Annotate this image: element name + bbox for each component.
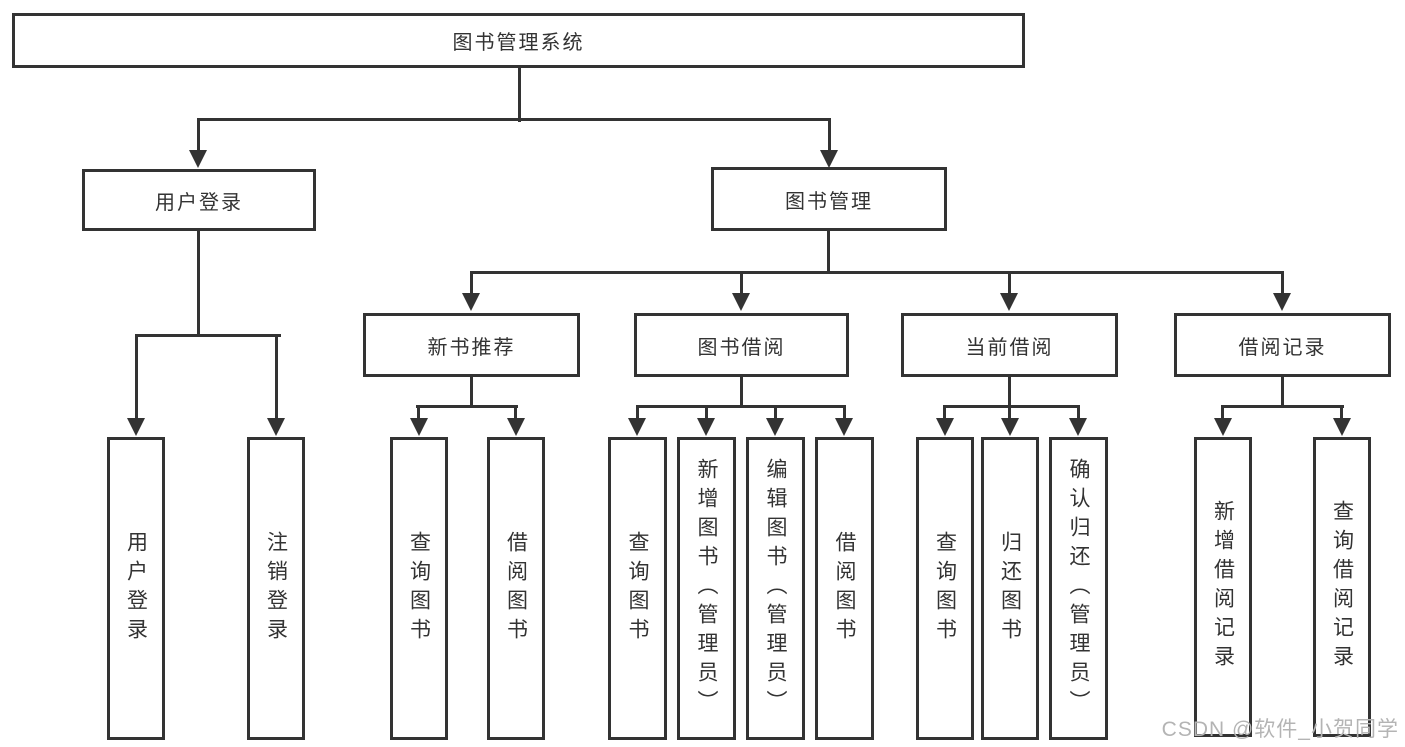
leaf-query-books: 查询图书 (608, 437, 667, 740)
connector-line (470, 271, 473, 295)
connector-line (1008, 271, 1011, 295)
connector-line (514, 405, 517, 420)
node-user-login: 用户登录 (82, 169, 316, 231)
arrow-down-icon (410, 418, 428, 436)
connector-line (416, 405, 518, 408)
connector-line (774, 405, 777, 420)
connector-line (135, 334, 281, 337)
arrow-down-icon (267, 418, 285, 436)
connector-line (1008, 405, 1011, 420)
leaf-borrow-books: 借阅图书 (815, 437, 874, 740)
connector-line (1221, 405, 1344, 408)
node-current-borrowing: 当前借阅 (901, 313, 1118, 377)
leaf-query-books: 查询图书 (916, 437, 974, 740)
arrow-down-icon (766, 418, 784, 436)
arrow-down-icon (936, 418, 954, 436)
connector-line (470, 375, 473, 408)
connector-line (135, 334, 138, 420)
connector-line (827, 229, 830, 274)
leaf-query-books: 查询图书 (390, 437, 448, 740)
connector-line (417, 405, 420, 420)
node-library-management-system: 图书管理系统 (12, 13, 1025, 68)
arrow-down-icon (127, 418, 145, 436)
connector-line (470, 271, 1283, 274)
connector-line (1077, 405, 1080, 420)
leaf-add-borrow-record: 新增借阅记录 (1194, 437, 1252, 737)
leaf-confirm-return-admin: 确认归还（管理员） (1049, 437, 1108, 740)
leaf-query-borrow-record: 查询借阅记录 (1313, 437, 1371, 737)
connector-line (518, 66, 521, 122)
node-book-borrowing: 图书借阅 (634, 313, 849, 377)
arrow-down-icon (697, 418, 715, 436)
connector-line (1008, 375, 1011, 408)
connector-line (740, 271, 743, 295)
connector-line (197, 118, 831, 121)
arrow-down-icon (820, 150, 838, 168)
arrow-down-icon (507, 418, 525, 436)
node-new-book-recommendation: 新书推荐 (363, 313, 580, 377)
connector-line (197, 229, 200, 337)
connector-line (828, 118, 831, 152)
leaf-logout: 注销登录 (247, 437, 305, 740)
connector-line (740, 375, 743, 408)
watermark: CSDN @软件_小贺同学 (1161, 718, 1399, 741)
leaf-add-books-admin: 新增图书（管理员） (677, 437, 736, 740)
leaf-user-login: 用户登录 (107, 437, 165, 740)
connector-line (705, 405, 708, 420)
arrow-down-icon (462, 293, 480, 311)
node-book-management: 图书管理 (711, 167, 947, 231)
connector-line (275, 334, 278, 420)
connector-line (843, 405, 846, 420)
arrow-down-icon (1273, 293, 1291, 311)
arrow-down-icon (1333, 418, 1351, 436)
connector-line (197, 118, 200, 152)
leaf-borrow-books: 借阅图书 (487, 437, 545, 740)
connector-line (1340, 405, 1343, 420)
connector-line (943, 405, 1080, 408)
leaf-edit-books-admin: 编辑图书（管理员） (746, 437, 805, 740)
connector-line (636, 405, 846, 408)
arrow-down-icon (835, 418, 853, 436)
arrow-down-icon (1001, 418, 1019, 436)
connector-line (943, 405, 946, 420)
arrow-down-icon (189, 150, 207, 168)
connector-line (636, 405, 639, 420)
arrow-down-icon (732, 293, 750, 311)
connector-line (1221, 405, 1224, 420)
connector-line (1281, 271, 1284, 295)
arrow-down-icon (1214, 418, 1232, 436)
connector-line (1281, 375, 1284, 408)
arrow-down-icon (628, 418, 646, 436)
arrow-down-icon (1000, 293, 1018, 311)
arrow-down-icon (1069, 418, 1087, 436)
node-borrowing-records: 借阅记录 (1174, 313, 1391, 377)
leaf-return-books: 归还图书 (981, 437, 1039, 740)
